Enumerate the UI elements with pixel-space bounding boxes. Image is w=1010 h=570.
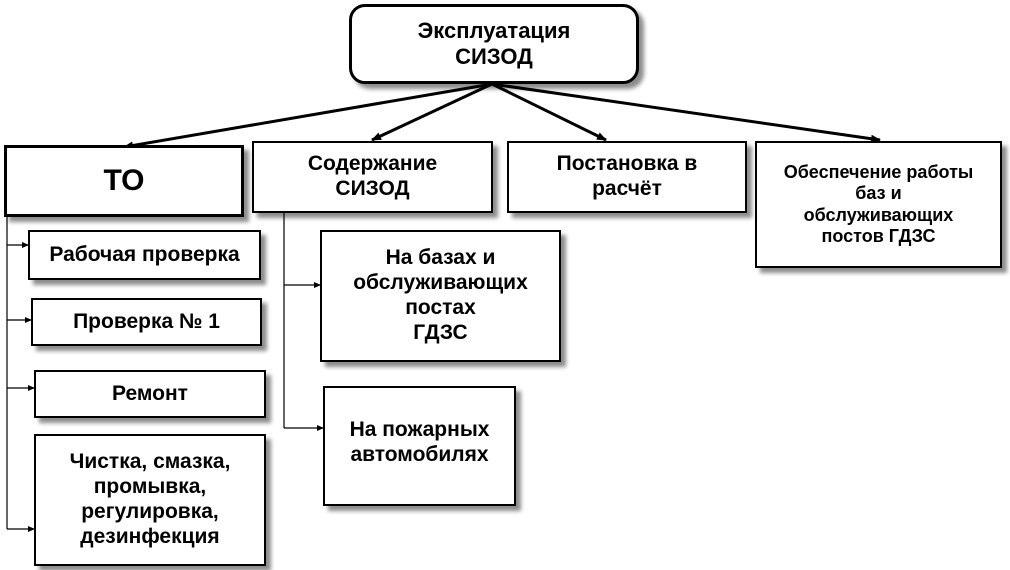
category-calculation: Постановка в расчёт <box>507 141 747 213</box>
category-bases-support: Обеспечение работы баз и обслуживающих п… <box>755 141 1002 268</box>
category-to: ТО <box>4 145 244 217</box>
category-storage: Содержание СИЗОД <box>252 141 493 213</box>
storage-item-vehicles: На пожарных автомобилях <box>323 386 516 506</box>
to-item-check-1: Проверка № 1 <box>31 298 262 346</box>
arrow-root-to-storage <box>371 82 493 142</box>
arrow-root-to-bases <box>491 82 881 143</box>
to-item-working-check: Рабочая проверка <box>28 230 261 280</box>
root-node: Эксплуатация СИЗОД <box>349 4 639 84</box>
to-item-cleaning: Чистка, смазка, промывка, регулировка, д… <box>34 434 266 566</box>
arrow-root-to-calculation <box>491 82 607 142</box>
storage-item-bases: На базах и обслуживающих постах ГДЗС <box>320 230 561 362</box>
to-item-repair: Ремонт <box>34 370 266 418</box>
arrow-root-to-to <box>123 82 493 150</box>
